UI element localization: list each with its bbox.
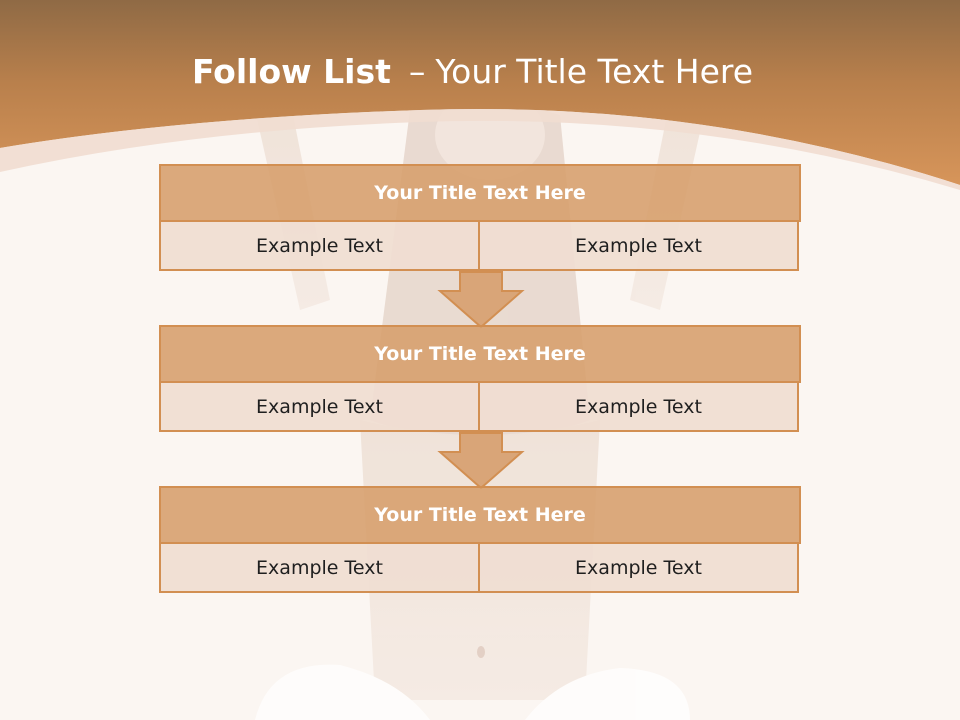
down-arrow-icon [437, 271, 525, 329]
title-bold: Follow List [191, 52, 391, 91]
stage-cell-left: Example Text [159, 220, 480, 271]
stage-cell-left: Example Text [159, 381, 480, 432]
stage-cell-right: Example Text [478, 381, 799, 432]
stage-title: Your Title Text Here [159, 325, 801, 383]
down-arrow-icon [437, 432, 525, 490]
stage-title: Your Title Text Here [159, 486, 801, 544]
header-band [0, 0, 960, 190]
slide-title: Follow List–Your Title Text Here [0, 52, 945, 91]
stage-box-3: Your Title Text Here Example Text Exampl… [159, 486, 801, 593]
title-rest: Your Title Text Here [435, 52, 754, 91]
stage-box-2: Your Title Text Here Example Text Exampl… [159, 325, 801, 432]
stage-title: Your Title Text Here [159, 164, 801, 222]
title-separator: – [408, 52, 426, 91]
stage-cell-left: Example Text [159, 542, 480, 593]
stage-cell-right: Example Text [478, 542, 799, 593]
stage-cell-right: Example Text [478, 220, 799, 271]
stage-box-1: Your Title Text Here Example Text Exampl… [159, 164, 801, 271]
